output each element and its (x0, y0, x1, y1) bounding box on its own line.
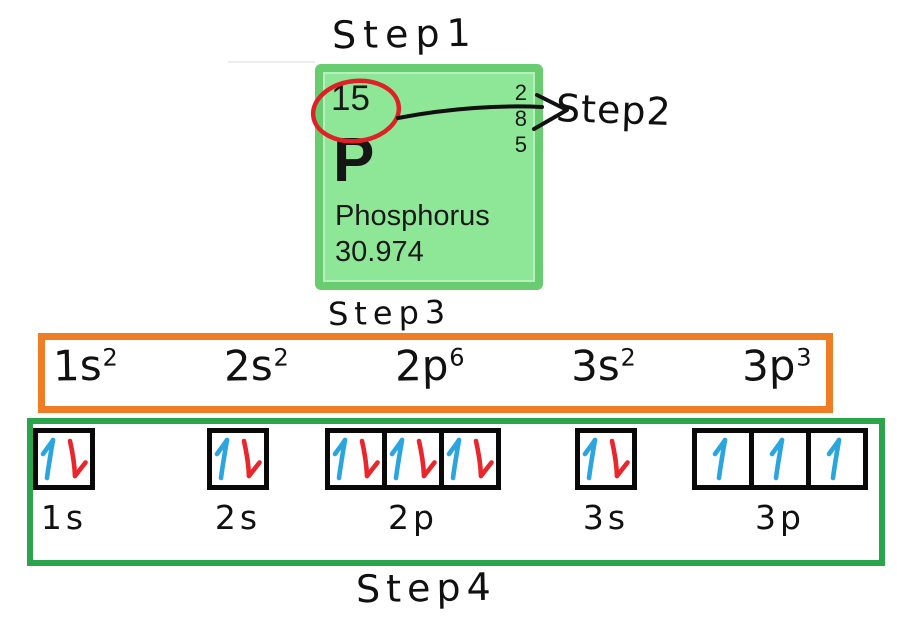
orbital-box-row (692, 428, 868, 490)
orbital-group-2s: 2s (207, 428, 269, 537)
up-arrow-icon (446, 437, 462, 481)
orbital-box (749, 428, 811, 490)
orbital-box (382, 428, 444, 490)
config-term: 3p3 (742, 341, 813, 391)
up-arrow-icon (826, 437, 842, 481)
orbital-box (439, 428, 501, 490)
down-arrow-icon (416, 438, 437, 479)
config-term-superscript: 6 (449, 343, 466, 372)
down-arrow-icon (473, 438, 494, 479)
up-arrow-icon (769, 437, 785, 481)
orbital-label: 2s (214, 498, 262, 537)
up-arrow-icon (40, 437, 56, 481)
down-arrow-icon (67, 438, 88, 479)
down-arrow-icon (359, 438, 380, 479)
config-term-superscript: 3 (796, 343, 813, 372)
orbital-group-2p: 2p (325, 428, 501, 537)
element-name: Phosphorus (335, 200, 490, 232)
up-arrow-icon (214, 437, 230, 481)
orbital-box-row (33, 428, 95, 490)
orbital-label: 2p (388, 498, 438, 537)
config-term-base: 1s (52, 340, 103, 391)
stray-line (228, 61, 315, 63)
config-term-superscript: 2 (620, 343, 637, 372)
down-arrow-icon (241, 438, 262, 479)
orbital-group-3s: 3s (575, 428, 637, 537)
orbital-box (33, 428, 95, 490)
orbital-box (806, 428, 868, 490)
element-symbol: P (333, 126, 375, 195)
atomic-mass: 30.974 (335, 236, 424, 268)
shell-count-2: 8 (514, 106, 527, 131)
orbital-box-row (207, 428, 269, 490)
step4-label: Step4 (355, 564, 498, 612)
orbital-label: 3p (755, 498, 805, 537)
orbital-label: 3s (582, 498, 630, 537)
config-term-base: 2s (223, 340, 274, 391)
config-term: 1s2 (52, 340, 119, 391)
config-term-superscript: 2 (102, 343, 118, 372)
step1-label: Step1 (331, 10, 479, 58)
orbital-box-row (575, 428, 637, 490)
orbital-box (207, 428, 269, 490)
up-arrow-icon (582, 437, 598, 481)
shell-count-1: 2 (514, 80, 527, 105)
config-term-base: 2p (394, 340, 450, 391)
orbital-box-row (325, 428, 501, 490)
config-term-superscript: 2 (273, 343, 290, 372)
config-term: 2s2 (223, 340, 290, 391)
orbital-label: 1s (40, 498, 88, 537)
step2-label: Step2 (555, 85, 673, 135)
element-tile: 15 2 8 5 P Phosphorus 30.974 (315, 64, 543, 290)
config-term-base: 3s (570, 340, 621, 391)
config-term: 2p6 (395, 341, 466, 391)
down-arrow-icon (609, 438, 630, 479)
config-term-base: 3p (741, 340, 797, 391)
orbital-group-3p: 3p (692, 428, 868, 537)
orbital-box (692, 428, 754, 490)
orbital-box (325, 428, 387, 490)
up-arrow-icon (712, 437, 728, 481)
atomic-number: 15 (331, 79, 370, 118)
up-arrow-icon (332, 437, 348, 481)
orbital-box (575, 428, 637, 490)
orbital-group-1s: 1s (33, 428, 95, 537)
shell-electron-counts: 2 8 5 (515, 80, 527, 158)
up-arrow-icon (389, 437, 405, 481)
shell-count-3: 5 (514, 132, 527, 157)
config-term: 3s2 (570, 340, 637, 391)
step3-label: Step3 (327, 292, 452, 334)
